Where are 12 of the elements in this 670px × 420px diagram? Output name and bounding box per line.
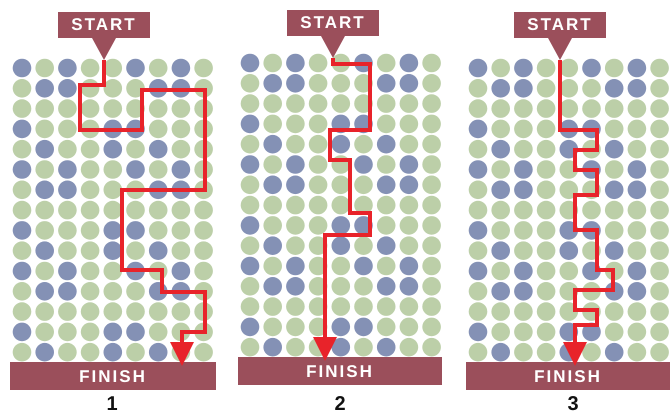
start-marker: START xyxy=(514,12,606,60)
start-marker: START xyxy=(287,10,379,58)
finish-bar: FINISH xyxy=(238,357,442,385)
finish-bar: FINISH xyxy=(466,362,670,390)
start-marker: START xyxy=(58,12,150,60)
panel-number: 1 xyxy=(105,393,119,416)
path-arrow xyxy=(78,60,207,366)
panel-number: 3 xyxy=(566,393,580,416)
path-arrow xyxy=(558,60,615,366)
panel-number: 2 xyxy=(333,393,347,416)
finish-bar: FINISH xyxy=(10,362,216,390)
path-arrow xyxy=(313,58,372,361)
